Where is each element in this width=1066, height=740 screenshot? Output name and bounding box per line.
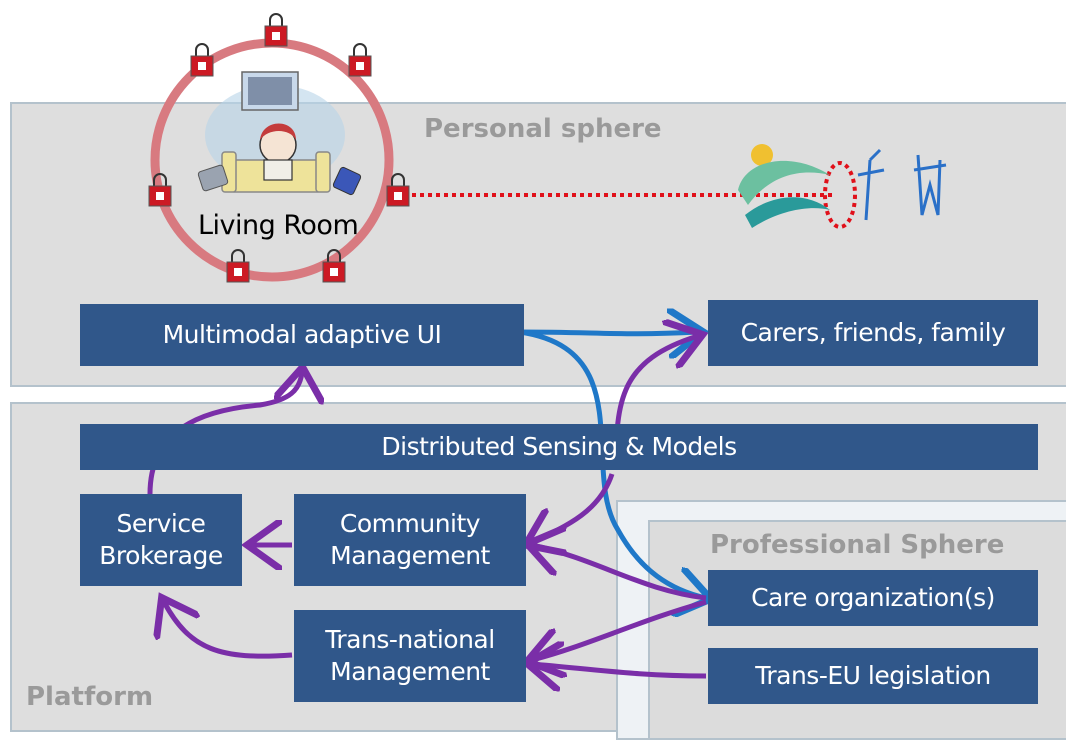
multimodal-ui-box: Multimodal adaptive UI	[80, 304, 524, 366]
purple-arrow-sensing-to-community	[530, 473, 615, 543]
purple-arrow-care-org-to-transnational	[532, 599, 707, 660]
living-room-label: Living Room	[198, 210, 359, 241]
sensor-lock-icon	[348, 43, 372, 77]
dotted-link-ellipse	[823, 161, 857, 229]
community-management-box: Community Management	[294, 494, 526, 586]
care-organization-box: Care organization(s)	[708, 570, 1038, 626]
carers-box: Carers, friends, family	[708, 300, 1038, 366]
purple-arrow-care-org-to-community	[532, 545, 707, 601]
sensor-lock-icon	[226, 249, 250, 283]
personal-sphere-label: Personal sphere	[424, 114, 662, 144]
sensor-lock-icon	[322, 249, 346, 283]
sensor-lock-icon	[148, 173, 172, 207]
living-room-illustration	[197, 71, 362, 196]
blue-arrow-ui-to-care-org	[519, 329, 706, 598]
trans-eu-legislation-box: Trans-EU legislation	[708, 648, 1038, 704]
professional-sphere-label: Professional Sphere	[710, 530, 1005, 560]
sensor-lock-icon	[386, 173, 410, 207]
sensor-lock-icon	[190, 43, 214, 77]
transnational-management-box: Trans-national Management	[294, 610, 526, 702]
blue-arrow-ui-to-carers	[519, 332, 698, 334]
diagram-graphics	[147, 13, 947, 720]
service-brokerage-box: Service Brokerage	[80, 494, 242, 586]
sensing-box: Distributed Sensing & Models	[80, 424, 1038, 470]
platform-label: Platform	[26, 682, 154, 712]
purple-arrow-transnational-to-service	[164, 602, 293, 659]
purple-arrow-trans-eu-to-transnational	[532, 664, 707, 676]
project-logo-icon	[738, 144, 947, 228]
sensor-lock-icon	[264, 13, 288, 47]
